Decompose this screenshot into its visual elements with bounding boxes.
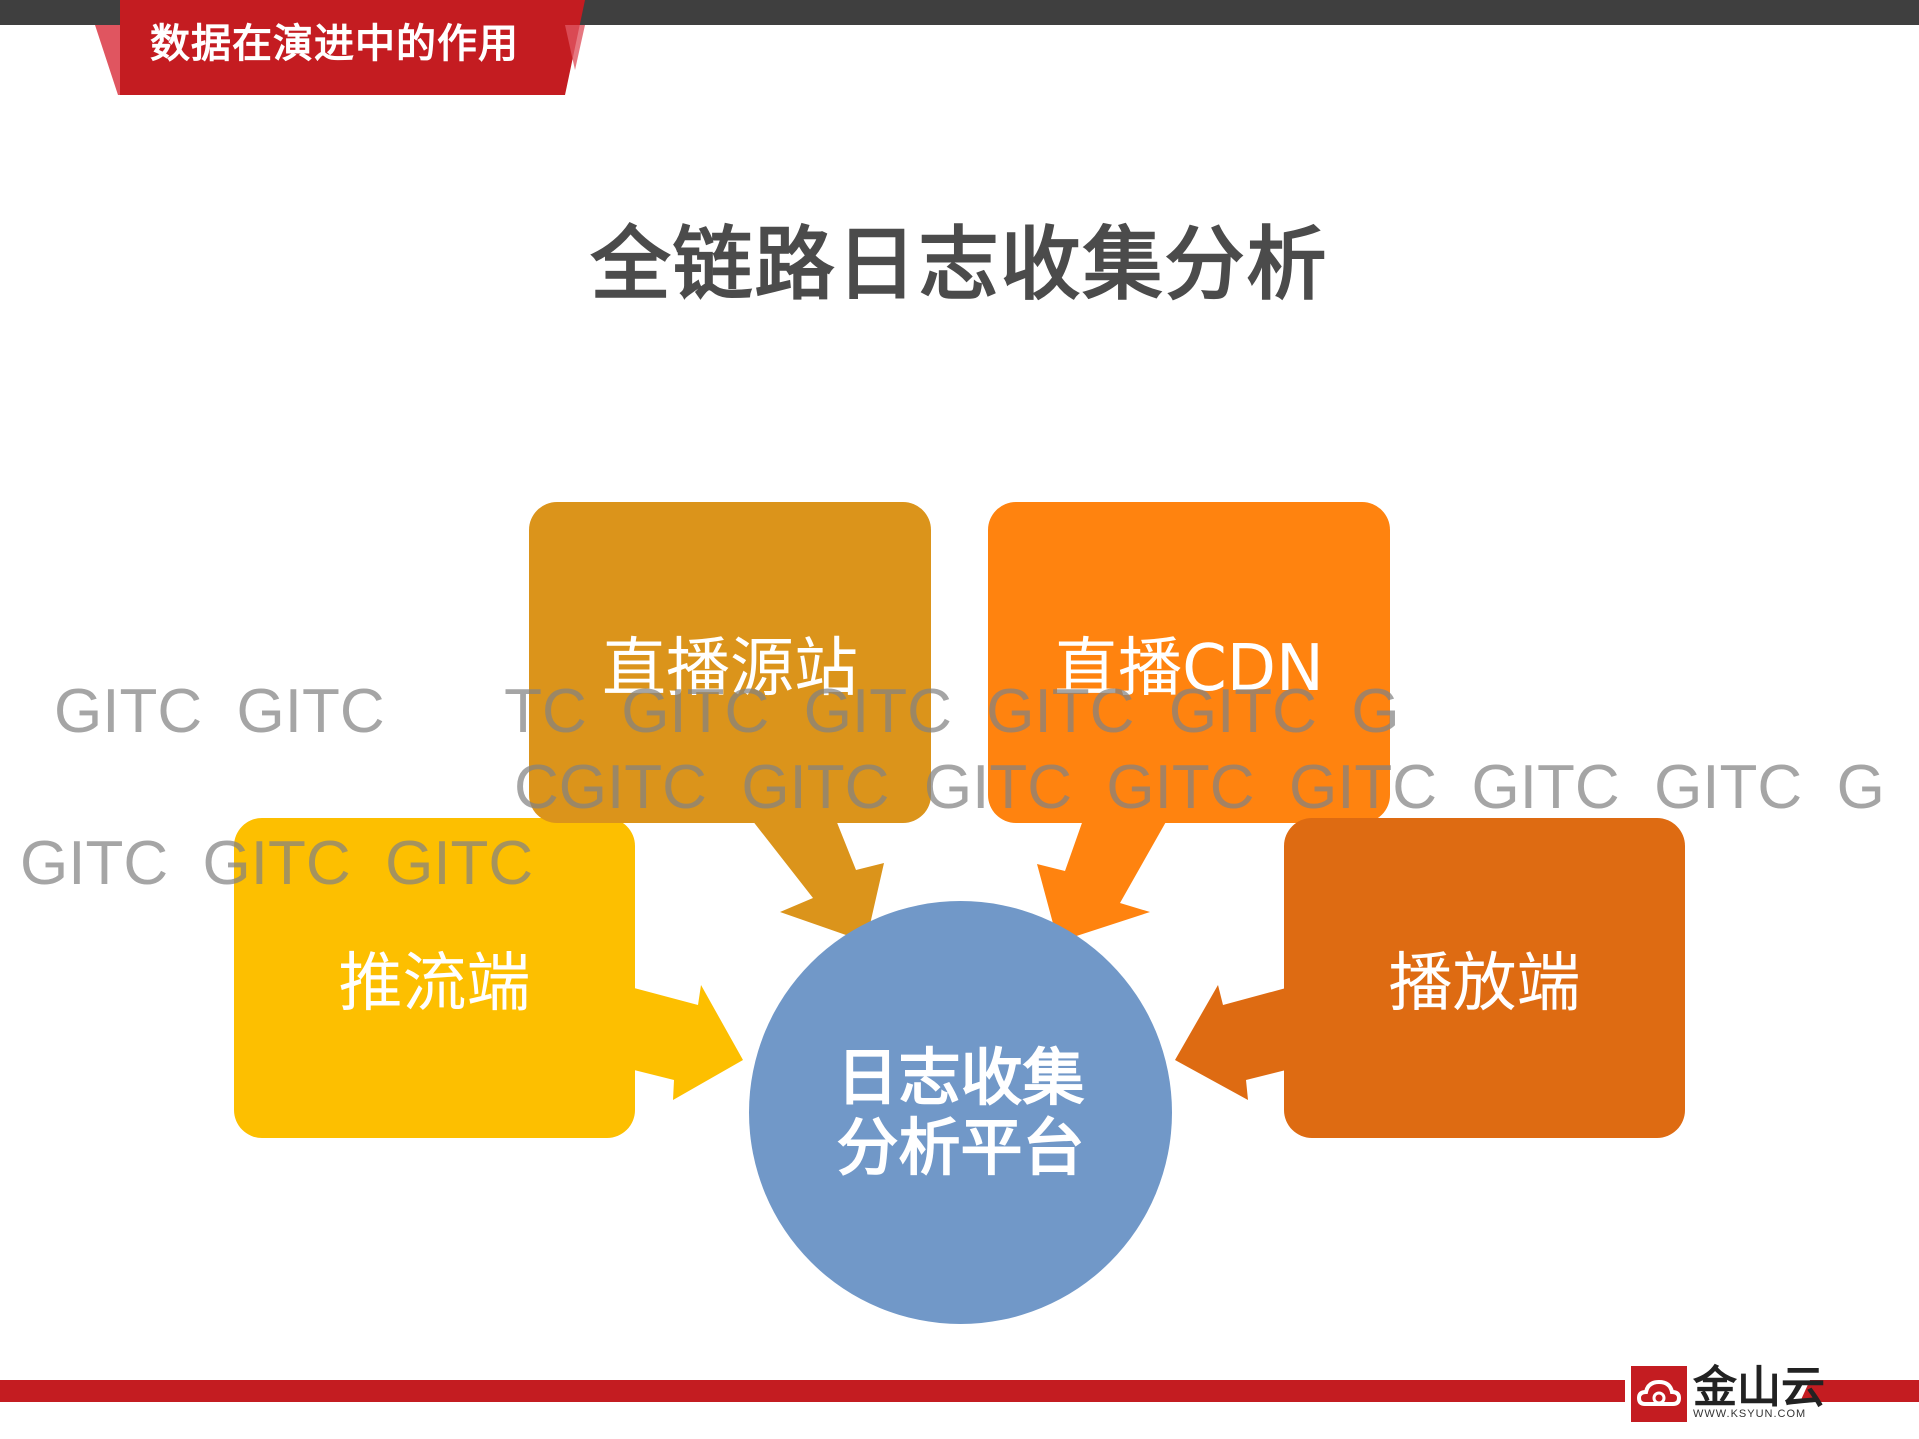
center-label-line1: 日志收集 — [836, 1040, 1085, 1114]
watermark-row-1: GITC GITC TC GITC GITC GITC GITC G — [54, 677, 1400, 746]
center-label-line2: 分析平台 — [836, 1110, 1085, 1184]
footer-bar — [0, 1380, 1919, 1402]
node-cdn-label: 直播CDN — [1054, 631, 1324, 706]
node-player-box: 播放端 — [1284, 818, 1685, 1138]
node-player-label: 播放端 — [1388, 947, 1581, 1021]
node-push-label: 推流端 — [338, 947, 531, 1021]
arrow-origin-to-center — [752, 820, 884, 942]
arrow-push-to-center — [634, 985, 743, 1100]
arrow-player-to-center — [1175, 985, 1286, 1100]
arrow-cdn-to-center — [1037, 820, 1167, 942]
center-platform-circle: 日志收集 分析平台 — [749, 901, 1172, 1324]
watermark-row-2: CGITC GITC GITC GITC GITC GITC GITC G — [514, 753, 1885, 822]
brand-name: 金山云 — [1693, 1362, 1825, 1413]
node-cdn-box: 直播CDN — [988, 502, 1390, 823]
node-origin-box: 直播源站 — [529, 502, 931, 823]
section-title: 数据在演进中的作用 — [150, 21, 519, 67]
watermark-row-3: GITC GITC GITC — [20, 829, 534, 898]
section-tab-shape — [95, 0, 585, 95]
slide-title: 全链路日志收集分析 — [590, 218, 1329, 311]
brand-url: WWW.KSYUN.COM — [1693, 1408, 1807, 1420]
node-push-box: 推流端 — [234, 818, 635, 1138]
node-origin-label: 直播源站 — [602, 631, 858, 706]
cloud-logo-icon — [1631, 1366, 1687, 1422]
